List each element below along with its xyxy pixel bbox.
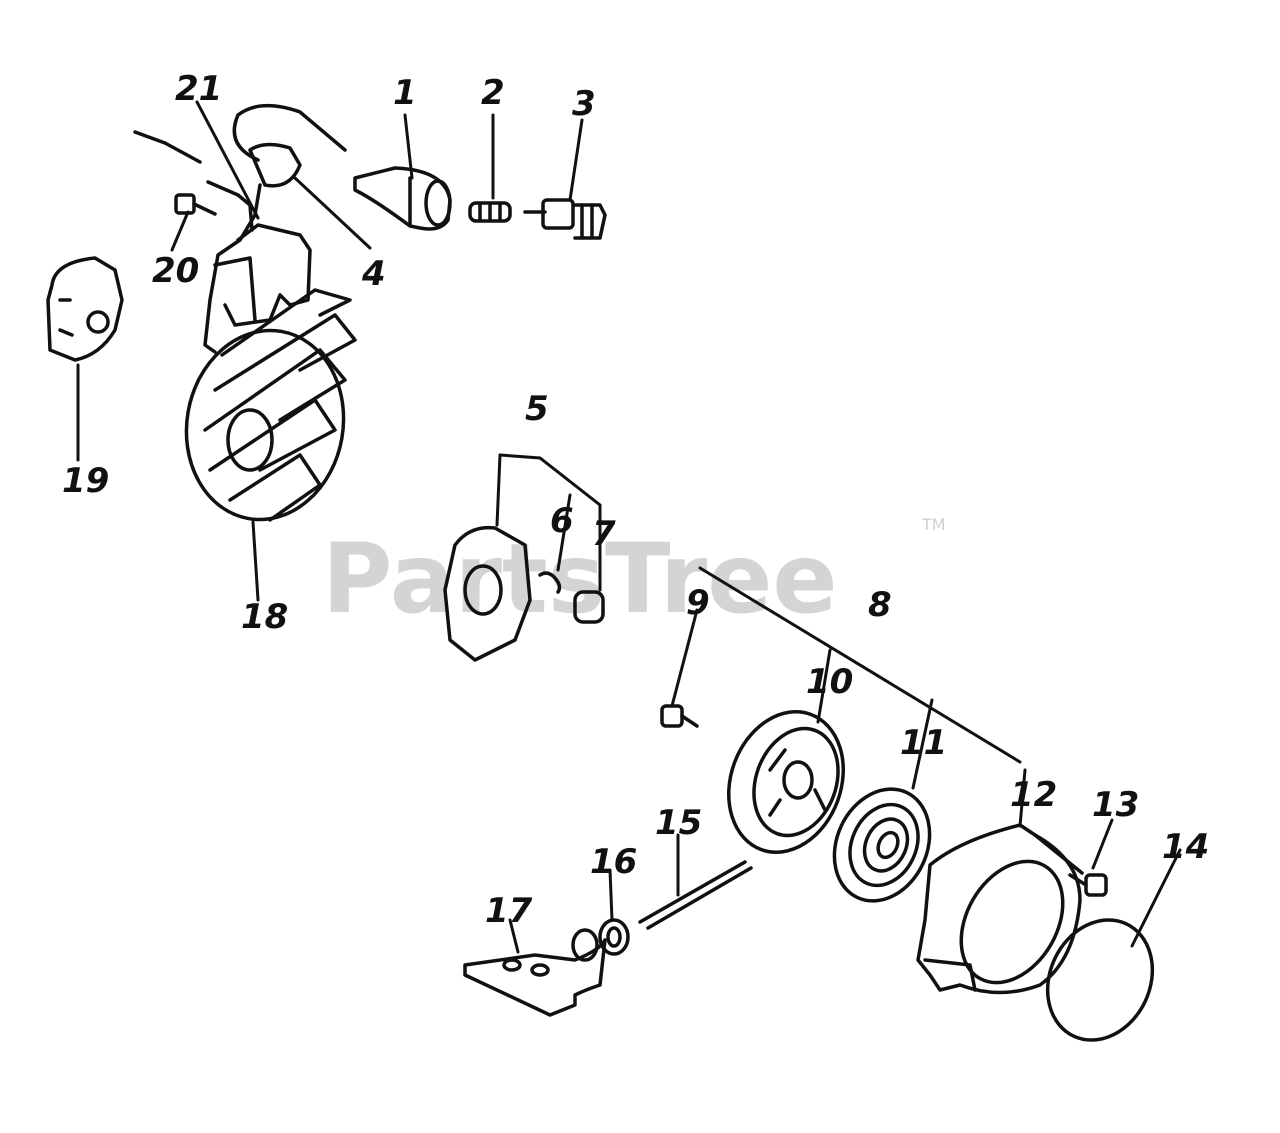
- callout-18: 18: [241, 597, 288, 637]
- part-9-bolt: [660, 704, 699, 728]
- part-12-starter-housing: [916, 823, 1084, 995]
- callouts: 1 2 3 4 5 6 7 8 9 10 11 12 13 14 15 16 1…: [62, 69, 1209, 931]
- callout-2: 2: [481, 73, 505, 113]
- watermark-text: PartsTree: [322, 523, 837, 635]
- callout-19: 19: [62, 461, 109, 501]
- callout-12: 12: [1010, 775, 1057, 815]
- part-16-grommet: [598, 918, 630, 956]
- part-20-bolt: [174, 193, 217, 216]
- callout-5: 5: [525, 389, 549, 429]
- part-14-o-ring: [1045, 918, 1155, 1042]
- callout-16: 16: [590, 842, 637, 882]
- part-17-starter-handle: [463, 928, 607, 1017]
- watermark: PartsTree TM: [322, 515, 946, 635]
- callout-20: 20: [152, 251, 199, 291]
- watermark-trademark: TM: [921, 515, 946, 534]
- callout-4: 4: [361, 254, 386, 294]
- part-5-clutch-assembly: [443, 525, 605, 662]
- leader-lines: [76, 100, 1182, 954]
- part-11-recoil-spring: [832, 787, 932, 903]
- callout-8: 8: [868, 585, 892, 625]
- part-19-bracket: [46, 256, 124, 362]
- part-18-flywheel: [184, 288, 357, 522]
- callout-7: 7: [592, 514, 616, 554]
- callout-9: 9: [686, 583, 710, 623]
- part-13-screw: [1068, 873, 1108, 897]
- callout-11: 11: [900, 723, 947, 763]
- part-2-spring: [468, 201, 512, 223]
- callout-15: 15: [655, 803, 702, 843]
- part-10-pulley: [727, 710, 845, 854]
- part-1-plug-cap: [353, 166, 452, 231]
- part-15-rope: [638, 860, 753, 930]
- callout-13: 13: [1092, 785, 1139, 825]
- callout-14: 14: [1162, 827, 1209, 867]
- callout-6: 6: [550, 501, 574, 541]
- callout-10: 10: [806, 662, 853, 702]
- callout-21: 21: [175, 69, 222, 109]
- callout-17: 17: [485, 891, 533, 931]
- part-4-21-ignition-coil: [133, 103, 347, 354]
- callout-1: 1: [393, 73, 417, 113]
- callout-3: 3: [572, 84, 596, 124]
- part-3-spark-plug: [523, 198, 607, 240]
